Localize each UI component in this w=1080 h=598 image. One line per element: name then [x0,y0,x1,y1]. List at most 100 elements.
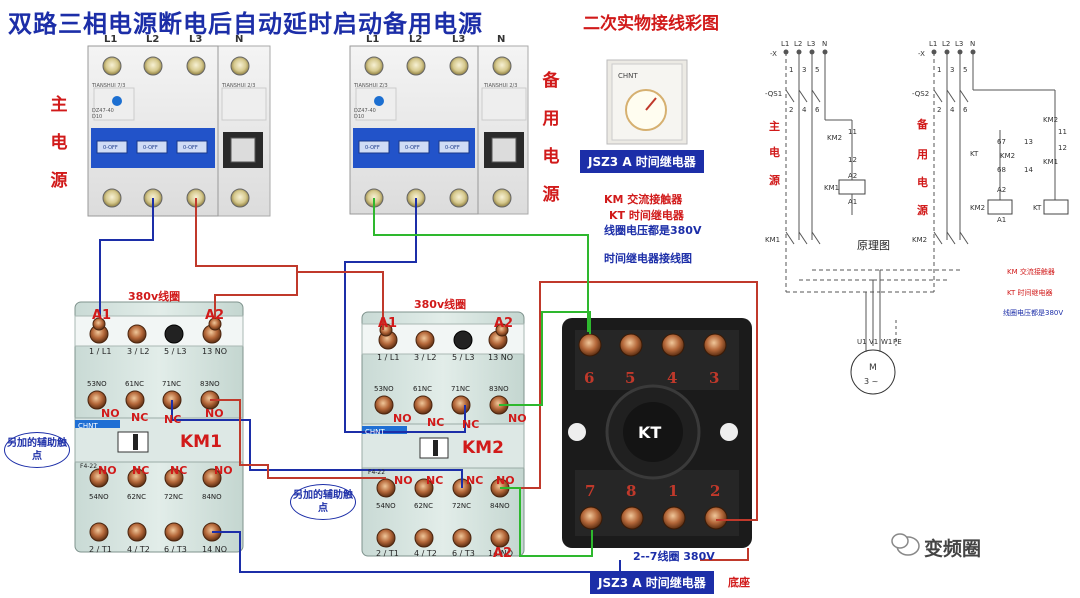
backup-n-brand: TIANSHUI 2/3 [483,83,517,89]
socket-pin-label: 7 [585,482,595,500]
km2-a1: A1 [378,316,398,331]
socket-pin-label: 2 [710,482,720,500]
main-handle-3-text: 0-OFF [183,145,198,151]
km1-mark-no: NO [101,407,120,420]
watermark-icon [891,533,920,556]
km2-aux-model: F4-22 [368,469,385,476]
wire-blue-km1-a1 [99,198,154,318]
schematic-legend-line: 线圈电压都是380V [1003,308,1063,317]
sch-n12: 12 [848,156,857,164]
km1-mark-nc: NC [132,464,150,477]
socket-product-label: JSZ3 A 时间继电器 [590,571,714,594]
contactor-km1 [74,301,244,553]
sch-motor: M [869,363,877,373]
backup-breaker-brand: TIANSHUI Z/3 [353,83,388,89]
legend-voltage: 线圈电压都是380V [604,224,702,237]
km2-mark-nc: NC [427,416,445,429]
relay-brand: CHNT [618,72,638,80]
km2-terminal: 1 / L1 [377,353,399,362]
main-label-l1: L1 [104,34,117,45]
sch-pe: PE [893,338,902,346]
backup-breaker-rating: D10 [354,114,364,120]
km2-terminal: 2 / T1 [376,549,399,558]
km1-mark-nc: NC [164,413,182,426]
km2-mark-no: NO [496,474,515,487]
km1-terminal: 2 / T1 [89,545,112,554]
sch-kt-contact: KT [970,150,979,158]
sch-x: -X [770,50,777,58]
wire-red-relay-bottom [700,548,749,561]
sch-backup-char: 用 [917,148,928,161]
sch-p5b: 5 [963,66,967,74]
sch-p3b: 3 [950,66,954,74]
backup-handle-2-text: 0-OFF [405,145,420,151]
sch-l1: L1 [781,40,789,48]
main-breaker-brand: TIANSHUI 7/3 [91,83,125,89]
page-subtitle: 二次实物接线彩图 [583,14,719,34]
backup-source-label: 备 用 电 源 [540,62,562,214]
sch-backup-char: 源 [917,203,928,217]
sch-a1b: A1 [997,216,1006,224]
km2-mark-no: NO [394,474,413,487]
relay-product-label: JSZ3 A 时间继电器 [580,150,704,173]
sch-p5: 5 [815,66,819,74]
backup-source-char: 电 [542,147,560,167]
schematic-legend-line: KT 时间继电器 [1007,288,1053,297]
main-source-char: 主 [50,95,68,115]
sch-l1b: L1 [929,40,937,48]
main-handle-2-text: 0-OFF [143,145,158,151]
km1-mark-no: NO [98,464,117,477]
km1-terminal: 6 / T3 [164,545,187,554]
wire-green-km2-no [499,311,591,406]
backup-breaker [349,45,529,215]
sch-main-char: 源 [769,173,780,187]
km1-mark-nc: NC [170,464,188,477]
socket-coil-caption: 2--7线圈 380V [633,550,715,563]
km1-terminal: 5 / L3 [164,347,186,356]
main-label-l2: L2 [146,34,159,45]
km2-terminal: 6 / T3 [452,549,475,558]
wire-green-km2-a2 [500,487,593,557]
main-label-n: N [235,34,243,45]
km1-terminal: 62NC [127,493,146,501]
socket-label: KT [638,423,661,442]
km1-name: KM1 [180,432,222,452]
km2-terminal: 53NO [374,385,394,393]
km2-terminal: 62NC [414,502,433,510]
sch-km2-main: KM2 [912,236,927,244]
sch-p1: 1 [789,66,793,74]
legend-km: KM 交流接触器 [604,193,683,206]
sch-a1: A1 [848,198,857,206]
km1-terminal: 61NC [125,380,144,388]
socket-pin-label: 4 [667,369,677,387]
main-n-brand: TIANSHUI 2/3 [221,83,255,89]
aux-contact-bubble-km1: 另加的辅助触点 [4,432,70,468]
schematic-legend-line: KM 交流接触器 [1007,267,1055,276]
backup-source-char: 源 [542,185,560,205]
watermark-text: 变频圈 [924,538,982,560]
km2-name: KM2 [462,438,504,458]
wire-blue-km2-loop [344,198,466,433]
sch-p4: 4 [802,106,807,114]
km1-aux-model: F4-22 [80,463,97,470]
km1-terminal: 54NO [89,493,109,501]
sch-km2-mid: KM2 [1000,152,1015,160]
km1-terminal: 53NO [87,380,107,388]
sch-a2: A2 [848,172,857,180]
socket-pin-label: 8 [626,482,636,500]
km2-terminal: 71NC [451,385,470,393]
km1-terminal: 13 NO [202,347,227,356]
km1-coil-label: 380v线圈 [128,290,181,303]
sch-w1: W1 [881,338,892,346]
sch-n12b: 12 [1058,144,1067,152]
km2-terminal: 3 / L2 [414,353,436,362]
sch-l2b: L2 [942,40,950,48]
sch-qs2: -QS2 [912,90,929,98]
sch-v1: V1 [869,338,878,346]
main-source-label: 主 电 源 [48,86,70,200]
km2-mark-nc: NC [462,418,480,431]
km2-terminal: 13 NO [488,353,513,362]
km2-mark-nc: NC [426,474,444,487]
socket-pin-label: 1 [668,482,678,500]
